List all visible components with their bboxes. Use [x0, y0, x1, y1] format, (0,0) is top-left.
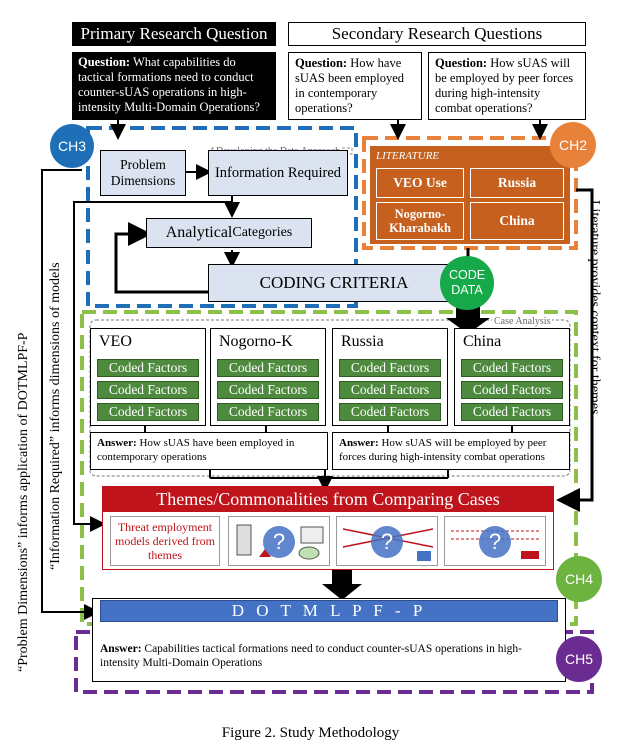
literature-russia: Russia — [470, 168, 564, 198]
coded-factor: Coded Factors — [217, 403, 319, 421]
chapter-badge-ch5: CH5 — [556, 636, 602, 682]
case-china: China Coded Factors Coded Factors Coded … — [454, 328, 570, 426]
coded-factor: Coded Factors — [461, 381, 563, 399]
threat-model-diagram-1: ? — [228, 516, 330, 566]
chapter-badge-ch4: CH4 — [556, 556, 602, 602]
coded-factor: Coded Factors — [217, 381, 319, 399]
coded-factor: Coded Factors — [217, 359, 319, 377]
case-title: Nogorno-K — [219, 333, 293, 350]
case-russia: Russia Coded Factors Coded Factors Coded… — [332, 328, 448, 426]
side-label-problem-dimensions: “Problem Dimensions” informs application… — [16, 332, 31, 672]
literature-veo: VEO Use — [376, 168, 464, 198]
svg-text:?: ? — [489, 529, 501, 554]
side-label-information-required: “Information Required” informs dimension… — [48, 262, 63, 570]
case-title: Russia — [341, 333, 384, 350]
side-label-literature: Literature provides context for themes — [587, 200, 602, 415]
threat-model-2-graphic: ? — [342, 526, 434, 561]
themes-title: Themes/Commonalities from Comparing Case… — [102, 486, 554, 512]
threat-model-diagram-3: ? — [444, 516, 546, 566]
coded-factor: Coded Factors — [339, 381, 441, 399]
svg-text:?: ? — [273, 529, 285, 554]
primary-header: Primary Research Question — [72, 22, 276, 46]
coded-factor: Coded Factors — [97, 381, 199, 399]
secondary-header: Secondary Research Questions — [288, 22, 586, 46]
primary-question: Question: What capabilities do tactical … — [72, 52, 276, 120]
coded-factor: Coded Factors — [339, 359, 441, 377]
coded-factor: Coded Factors — [461, 403, 563, 421]
dotmlpf-answer: Answer: Capabilities tactical formations… — [100, 643, 522, 669]
literature-china: China — [470, 202, 564, 240]
svg-text:?: ? — [381, 529, 393, 554]
answer-contemporary: Answer: How sUAS have been employed in c… — [90, 432, 328, 470]
threat-model-3-graphic: ? — [451, 526, 541, 559]
data-approach-region — [86, 126, 358, 308]
coded-factor: Coded Factors — [339, 403, 441, 421]
coded-factor: Coded Factors — [461, 359, 563, 377]
coded-factor: Coded Factors — [97, 359, 199, 377]
figure-caption: Figure 2. Study Methodology — [221, 724, 400, 741]
threat-models-text: Threat employment models derived from th… — [110, 516, 220, 566]
code-data-badge: CODE DATA — [440, 256, 494, 310]
literature-title: LITERATURE — [376, 150, 440, 162]
threat-model-diagram-2: ? — [336, 516, 438, 566]
chapter-badge-ch3: CH3 — [50, 124, 94, 168]
secondary-question-2: Question: How sUAS will be employed by p… — [428, 52, 586, 120]
case-nogorno: Nogorno-K Coded Factors Coded Factors Co… — [210, 328, 326, 426]
case-analysis-label: Case Analysis — [492, 316, 553, 327]
literature-region — [362, 136, 578, 250]
case-title: China — [463, 333, 502, 350]
answer-peer-forces: Answer: How sUAS will be employed by pee… — [332, 432, 570, 470]
coding-criteria-box: CODING CRITERIA — [208, 264, 460, 302]
problem-dimensions-box: Problem Dimensions — [100, 150, 186, 196]
chapter-badge-ch2: CH2 — [550, 122, 596, 168]
case-veo: VEO Coded Factors Coded Factors Coded Fa… — [90, 328, 206, 426]
threat-model-1-graphic: ? — [236, 524, 324, 560]
analytical-categories-box: Analytical Categories — [146, 218, 312, 248]
literature-nogorno: Nogorno-Kharabakh — [376, 202, 464, 240]
dotmlpf-title: D O T M L P F - P — [100, 600, 558, 622]
coded-factor: Coded Factors — [97, 403, 199, 421]
information-required-box: Information Required — [208, 150, 348, 196]
secondary-question-1: Question: How have sUAS been employed in… — [288, 52, 422, 120]
case-title: VEO — [99, 333, 132, 350]
